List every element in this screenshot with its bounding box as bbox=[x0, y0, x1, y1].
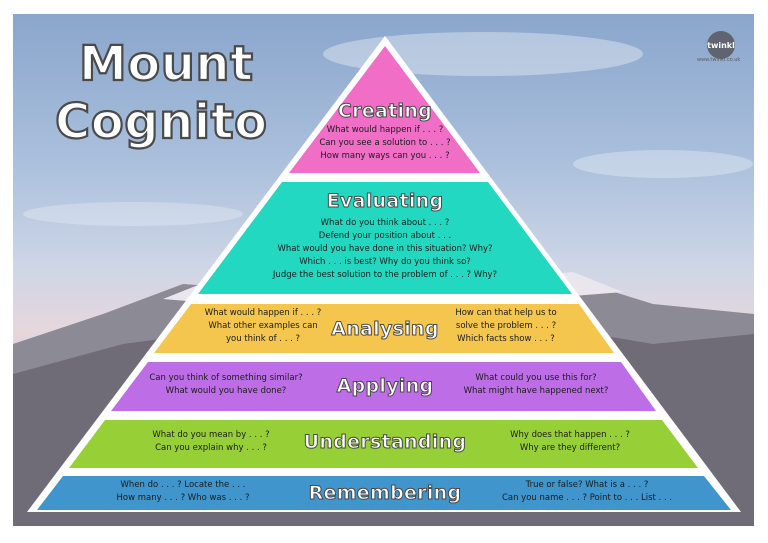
question: solve the problem . . . ? bbox=[455, 320, 557, 331]
brand-url: www.twinkl.co.uk bbox=[697, 57, 741, 63]
twinkl-logo-icon: twinkl bbox=[707, 31, 735, 59]
tier-understanding-heading: Understanding bbox=[303, 431, 467, 454]
tier-creating-heading: Creating bbox=[337, 100, 433, 123]
svg-text:twinkl: twinkl bbox=[707, 41, 735, 50]
question: Can you name . . . ? Point to . . . List… bbox=[501, 492, 673, 503]
tier-analysing-band bbox=[154, 304, 614, 353]
tier-applying-left-questions: Can you think of something similar? What… bbox=[121, 372, 331, 398]
question: Can you explain why . . . ? bbox=[155, 442, 267, 453]
tier-creating-band bbox=[289, 46, 480, 173]
tier-evaluating-questions: What do you think about . . . ? Defend y… bbox=[235, 217, 535, 282]
question: What other examples can bbox=[208, 320, 318, 331]
question: Which facts show . . . ? bbox=[457, 333, 555, 344]
tier-evaluating-band bbox=[198, 182, 572, 294]
question: What would you have done in this situati… bbox=[277, 243, 493, 254]
question: Judge the best solution to the problem o… bbox=[272, 269, 498, 280]
question: When do . . . ? Locate the . . . bbox=[120, 480, 246, 490]
poster: Mount Cognito twinkl www.twinkl.co.uk Cr… bbox=[13, 14, 754, 526]
question: True or false? What is a . . . ? bbox=[525, 480, 649, 490]
question: What might have happened next? bbox=[463, 385, 609, 396]
tier-understanding-band bbox=[69, 420, 698, 468]
poster-title-line2: Cognito bbox=[54, 94, 268, 150]
question: What would happen if . . . ? bbox=[326, 125, 444, 135]
question: How many ways can you . . . ? bbox=[320, 150, 450, 161]
tier-applying-band bbox=[111, 362, 656, 411]
question: What would you have done? bbox=[165, 385, 287, 396]
question: you think of . . . ? bbox=[225, 333, 301, 344]
tier-applying-right-questions: What could you use this for? What might … bbox=[441, 372, 631, 398]
question: Can you think of something similar? bbox=[149, 373, 303, 383]
tier-creating-questions: What would happen if . . . ? Can you see… bbox=[289, 124, 481, 163]
question: Which . . . is best? Why do you think so… bbox=[299, 256, 471, 267]
question: How can that help us to bbox=[455, 308, 557, 318]
tier-remembering-heading: Remembering bbox=[308, 482, 462, 505]
question: Why does that happen . . . ? bbox=[510, 430, 630, 440]
question: What do you think about . . . ? bbox=[320, 218, 450, 228]
tier-understanding-right-questions: Why does that happen . . . ? Why are the… bbox=[485, 429, 655, 455]
tier-analysing-right-questions: How can that help us to solve the proble… bbox=[431, 307, 581, 346]
question: Can you see a solution to . . . ? bbox=[319, 137, 451, 148]
question: Defend your position about . . . bbox=[318, 230, 452, 241]
tier-evaluating-heading: Evaluating bbox=[326, 190, 444, 213]
tier-remembering-band bbox=[37, 476, 731, 510]
tier-analysing-left-questions: What would happen if . . . ? What other … bbox=[183, 307, 343, 346]
question: Why are they different? bbox=[519, 442, 621, 453]
question: What do you mean by . . . ? bbox=[152, 430, 270, 440]
pyramid bbox=[27, 36, 741, 512]
tier-applying-heading: Applying bbox=[336, 375, 434, 398]
tier-remembering-left-questions: When do . . . ? Locate the . . . How man… bbox=[93, 479, 273, 505]
poster-title-line1: Mount bbox=[78, 36, 254, 92]
tier-analysing-heading: Analysing bbox=[331, 318, 439, 341]
tier-remembering-right-questions: True or false? What is a . . . ? Can you… bbox=[487, 479, 687, 505]
question: How many . . . ? Who was . . . ? bbox=[116, 492, 250, 503]
tier-understanding-left-questions: What do you mean by . . . ? Can you expl… bbox=[131, 429, 291, 455]
question: What could you use this for? bbox=[475, 373, 597, 383]
question: What would happen if . . . ? bbox=[204, 308, 322, 318]
